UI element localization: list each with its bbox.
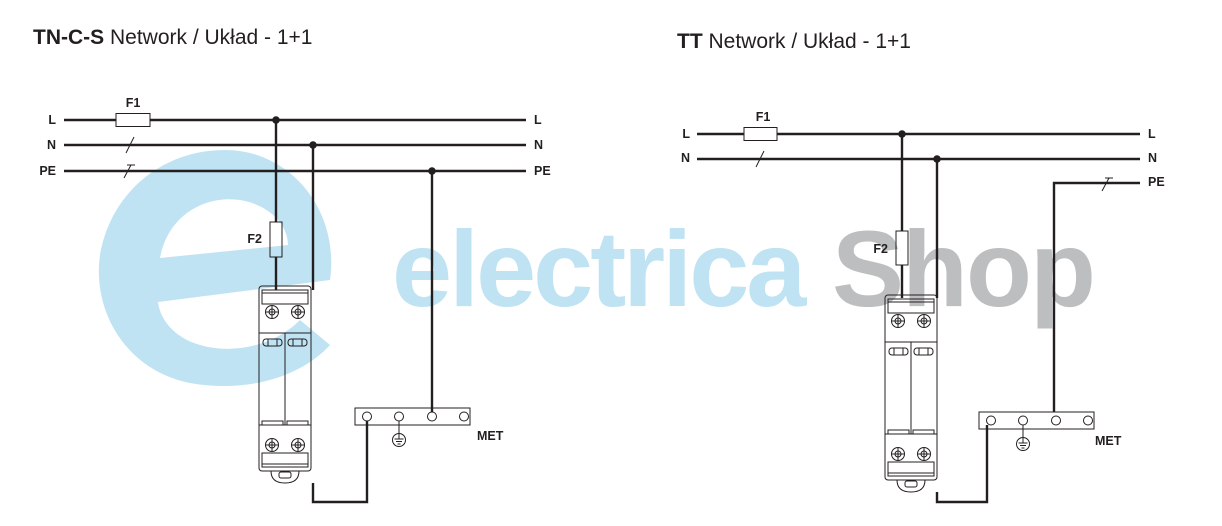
title-suffix: Network / Układ - 1+1 [702,30,911,53]
diagram-tt: L N L N PE F1 F2 MET [681,110,1165,504]
wire-spd-to-met [935,425,989,504]
fuse-f1-label: F1 [126,96,141,110]
title-network-type: TT [677,30,703,53]
line-label-pe-right: PE [534,164,551,178]
line-label-l-right: L [1148,127,1156,141]
title-suffix: Network / Układ - 1+1 [104,26,313,49]
watermark-text-grey: Shop [832,208,1094,329]
fuse-f1 [743,127,778,141]
diagram-title-tn-c-s: TN-C-S Network / Układ - 1+1 [33,26,313,50]
surge-protector-device [258,285,312,484]
break-mark-n [125,136,135,154]
line-label-n-right: N [1148,151,1157,165]
wire-spd-to-met [311,421,369,504]
watermark-text-blue: electrica [392,208,807,329]
break-mark-pe [1101,177,1113,192]
fuse-f2-label: F2 [873,242,888,256]
diagram-title-tt: TT Network / Układ - 1+1 [677,30,911,54]
line-label-n-left: N [681,151,690,165]
fuse-f2 [895,230,909,266]
met-label: MET [1095,434,1122,448]
line-label-n-left: N [47,138,56,152]
line-label-l-left: L [682,127,690,141]
met-label: MET [477,429,504,443]
wire-pe [1052,181,1140,412]
line-label-pe-left: PE [39,164,56,178]
line-label-n-right: N [534,138,543,152]
met-busbar [354,407,471,447]
fuse-f2 [269,221,283,258]
break-mark-pe [123,164,135,179]
line-label-l-left: L [48,113,56,127]
diagram-tn-c-s: L N PE L N PE F1 F2 [39,96,551,504]
fuse-f1-label: F1 [756,110,771,124]
fuse-f2-label: F2 [247,232,262,246]
title-network-type: TN-C-S [33,26,105,49]
fuse-f1 [115,113,151,127]
line-label-pe-right: PE [1148,175,1165,189]
watermark: electrica Shop [98,150,1096,387]
line-label-l-right: L [534,113,542,127]
break-mark-n [755,150,765,168]
met-busbar [978,411,1095,451]
watermark-e-logo-icon [98,150,332,387]
